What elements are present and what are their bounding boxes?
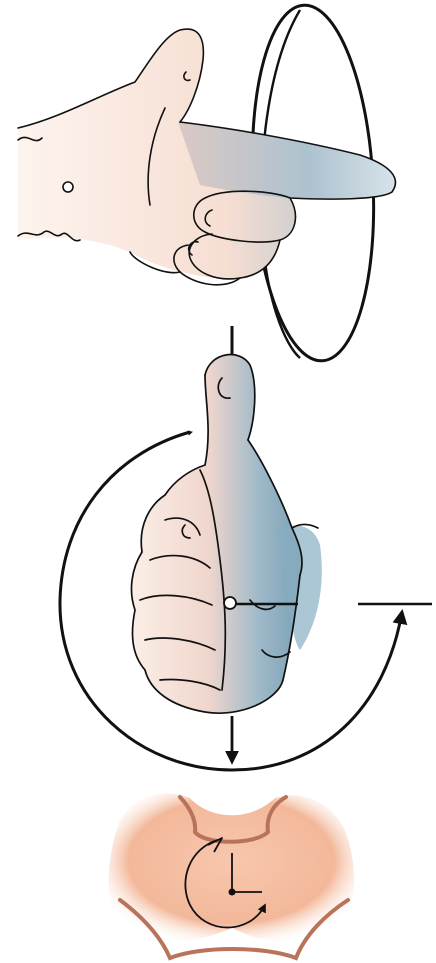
pointing-hand-panel: [18, 2, 395, 364]
thumbs-up-panel: [60, 326, 432, 770]
rotation-axis-dot: [224, 597, 236, 609]
pointing-hand-axis-dot: [63, 182, 73, 192]
clock-center-dot: [229, 889, 236, 896]
clock-panel: [109, 793, 354, 958]
